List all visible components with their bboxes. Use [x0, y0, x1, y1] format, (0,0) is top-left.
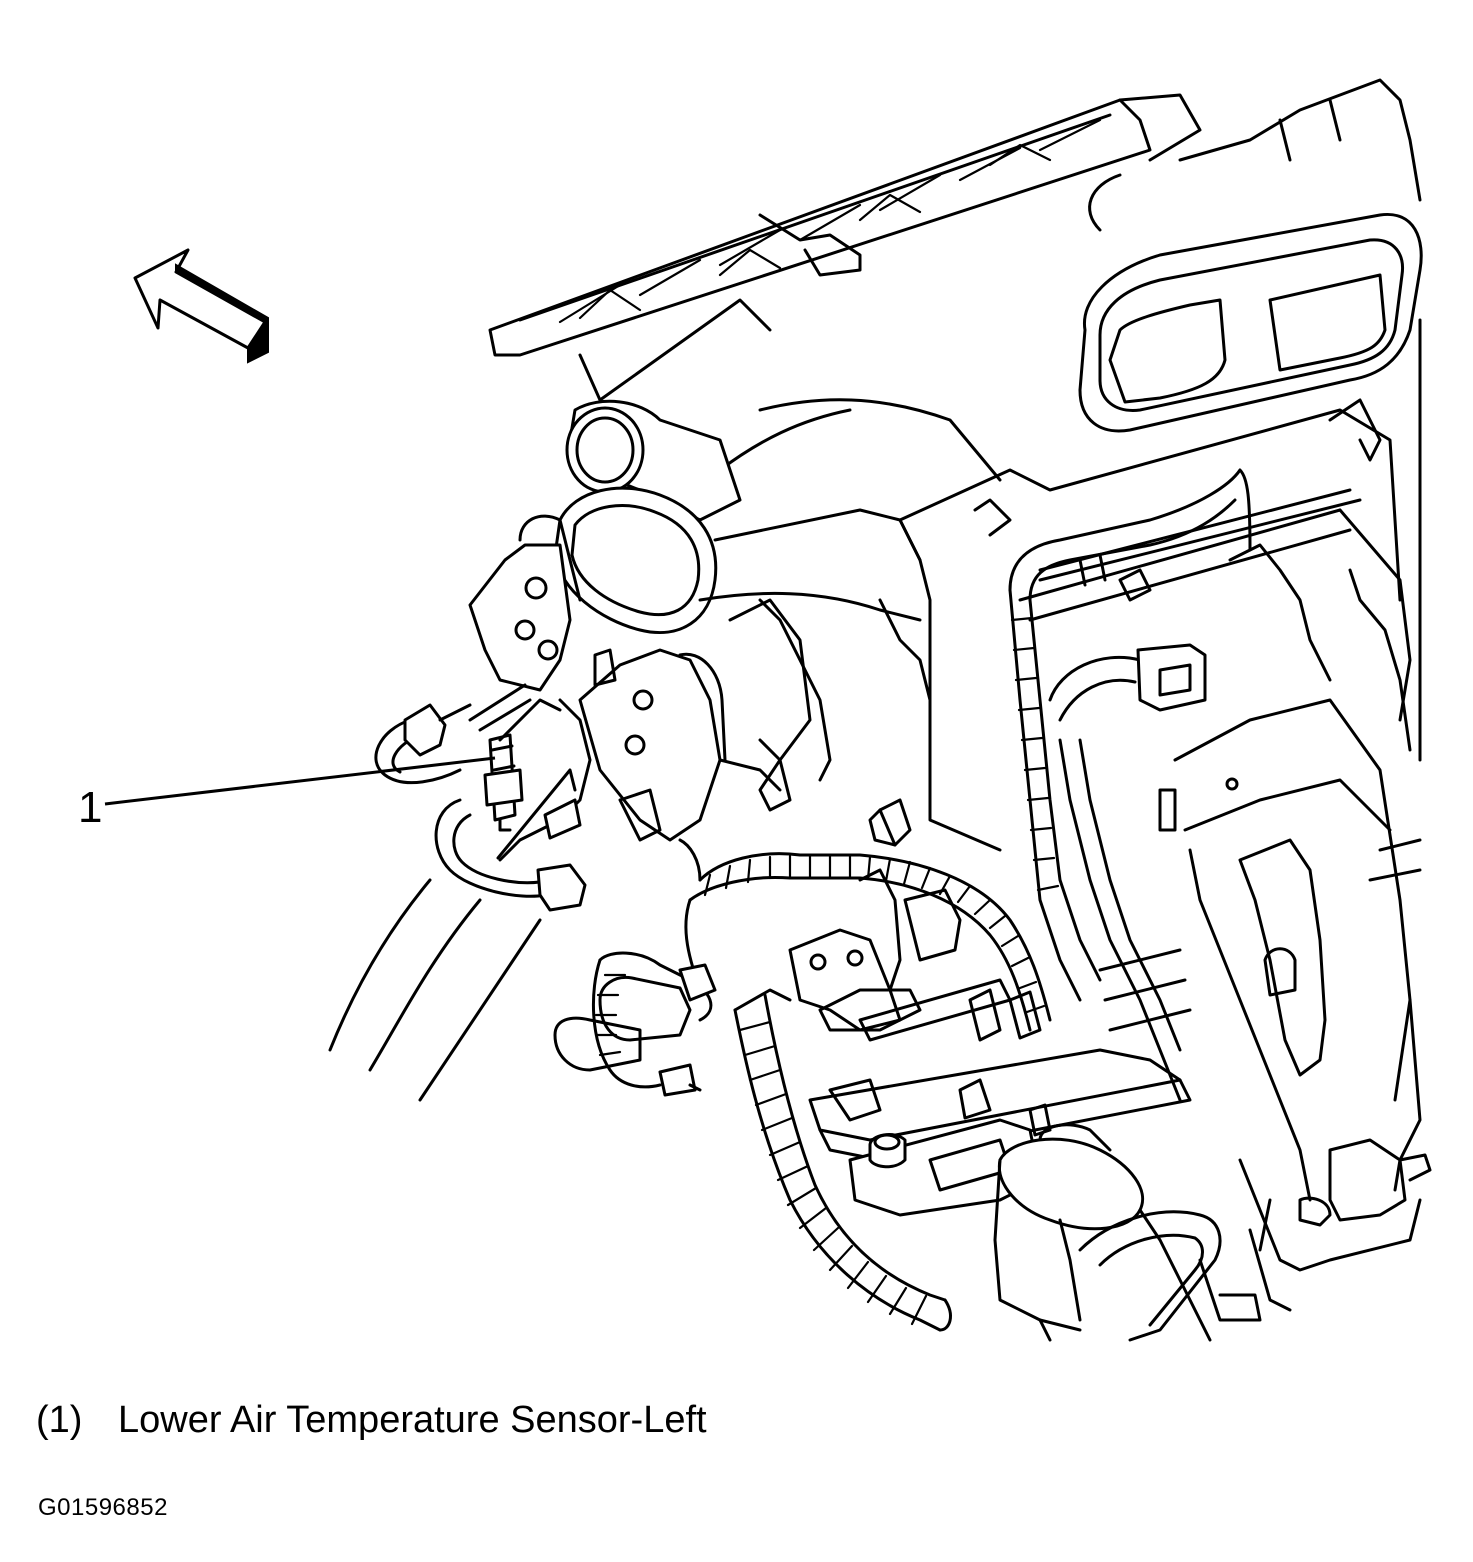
front-direction-arrow-icon: [133, 248, 269, 364]
left-duct-outlets: [553, 399, 932, 702]
lower-vertical-harness: [733, 988, 952, 1332]
lower-air-temperature-sensor-left: [468, 683, 592, 862]
upper-duct-frame: [488, 93, 1202, 432]
legend: (1) Lower Air Temperature Sensor-Left: [36, 1398, 707, 1442]
sensor-wiring-harness: [328, 703, 587, 1102]
figure-id: G01596852: [38, 1494, 168, 1521]
lower-floor-duct: [993, 1137, 1262, 1342]
lower-central-bracket: [788, 798, 1042, 1042]
right-side-harness: [1008, 468, 1362, 1102]
hvac-module-line-drawing: [104, 78, 1432, 1342]
legend-item-number: (1): [36, 1399, 83, 1441]
main-wiring-harness: [553, 838, 1052, 1097]
callout-1-leader-line: [104, 756, 496, 806]
legend-item-label: Lower Air Temperature Sensor-Left: [118, 1399, 707, 1441]
upper-right-duct-outlet: [1078, 78, 1423, 433]
callout-number-1: 1: [78, 783, 103, 832]
bottom-cross-member: [808, 1048, 1192, 1217]
left-bracket-assembly: [468, 514, 832, 842]
hvac-housing: [718, 318, 1432, 1312]
